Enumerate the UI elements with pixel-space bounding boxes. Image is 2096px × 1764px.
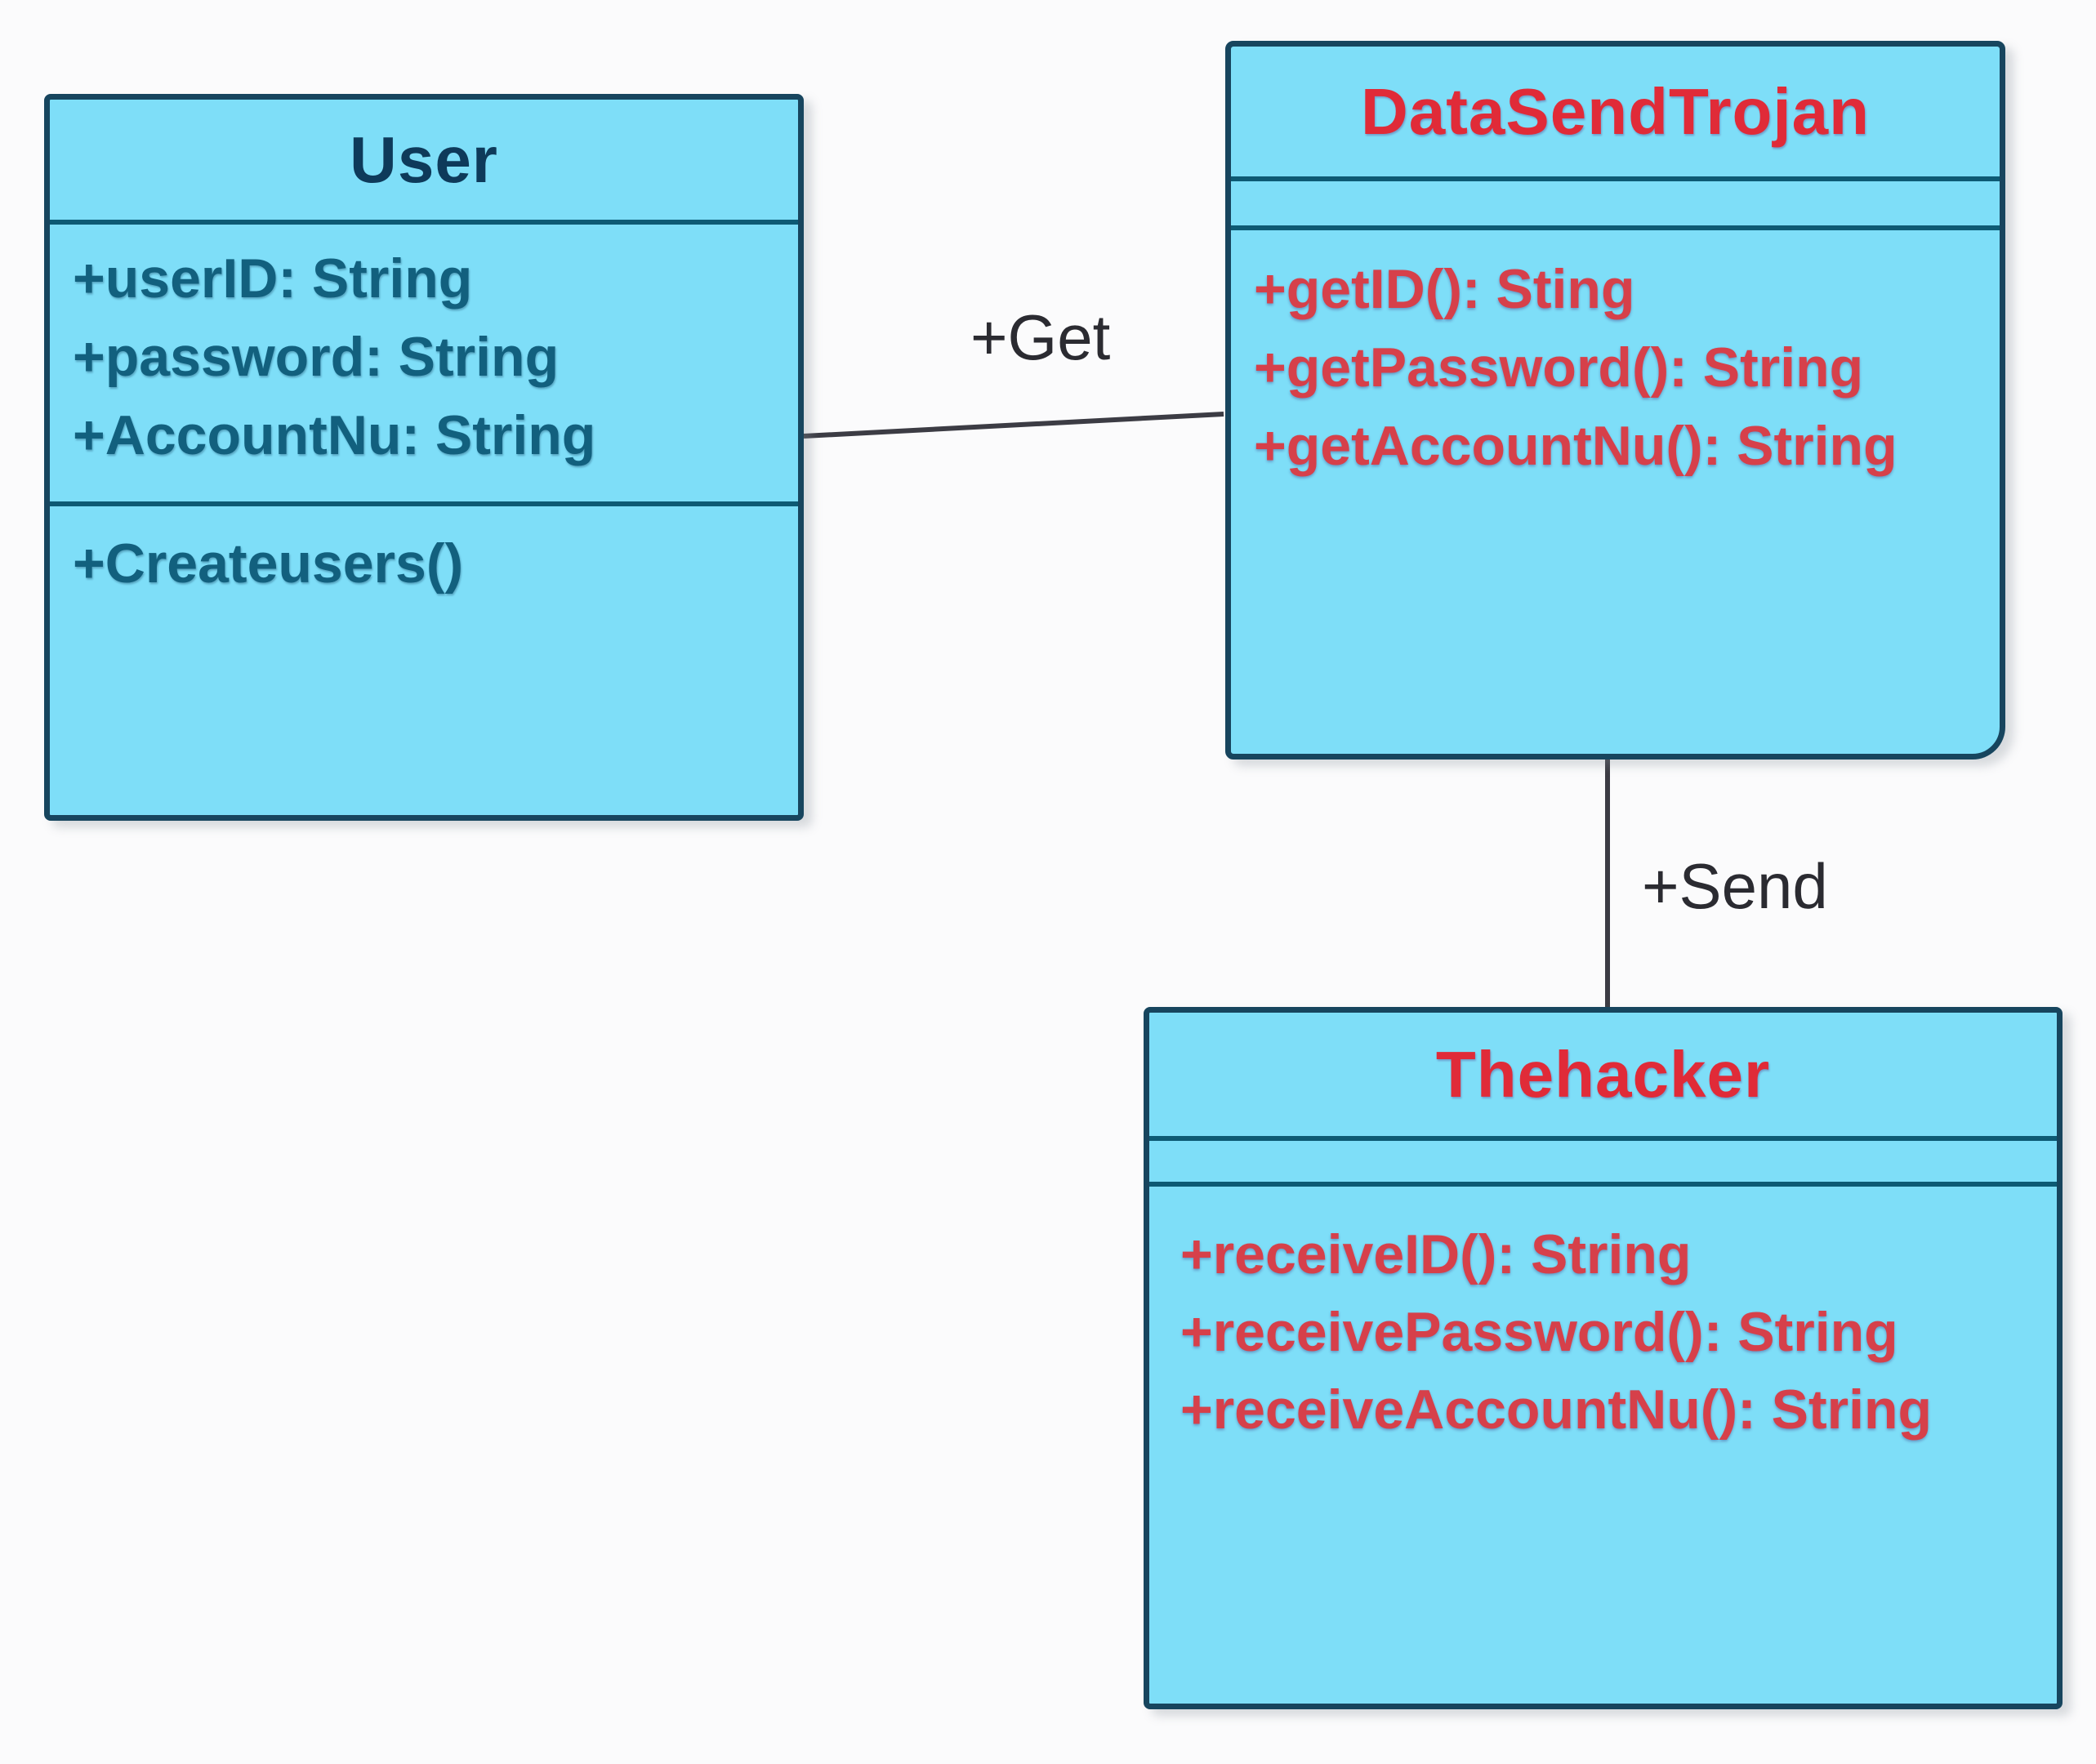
attribute-row: +password: String (73, 326, 560, 388)
class-box-user: User +userID: String +password: String +… (44, 94, 804, 821)
attribute-row: +userID: String (73, 247, 473, 310)
method-row: +receiveAccountNu(): String (1180, 1379, 1933, 1441)
method-row: +receiveID(): String (1180, 1223, 1692, 1285)
class-datasendtrojan-title: DataSendTrojan (1360, 74, 1871, 148)
class-user-title: User (350, 122, 498, 196)
association-get-line (803, 412, 1224, 439)
class-thehacker-methods: +receiveID(): String +receivePassword():… (1149, 1182, 2057, 1704)
method-row: +getAccountNu(): String (1254, 415, 1898, 477)
method-row: +receivePassword(): String (1180, 1301, 1898, 1363)
association-get-label: +Get (970, 301, 1111, 373)
class-box-thehacker: Thehacker +receiveID(): String +receiveP… (1144, 1007, 2063, 1709)
class-datasendtrojan-methods: +getID(): Sting +getPassword(): String +… (1231, 225, 2000, 754)
class-thehacker-attributes (1149, 1136, 2057, 1182)
method-row: +getID(): Sting (1254, 258, 1635, 320)
attribute-row: +AccountNu: String (73, 404, 596, 466)
association-send-label: +Send (1642, 850, 1828, 922)
class-thehacker-title: Thehacker (1435, 1037, 1771, 1111)
class-datasendtrojan-attributes (1231, 176, 2000, 225)
class-user-attributes: +userID: String +password: String +Accou… (50, 220, 798, 501)
class-box-datasendtrojan: DataSendTrojan +getID(): Sting +getPassw… (1225, 41, 2005, 760)
method-row: +getPassword(): String (1254, 336, 1864, 399)
class-user-methods: +Createusers() (50, 501, 798, 815)
method-row: +Createusers() (73, 532, 464, 595)
